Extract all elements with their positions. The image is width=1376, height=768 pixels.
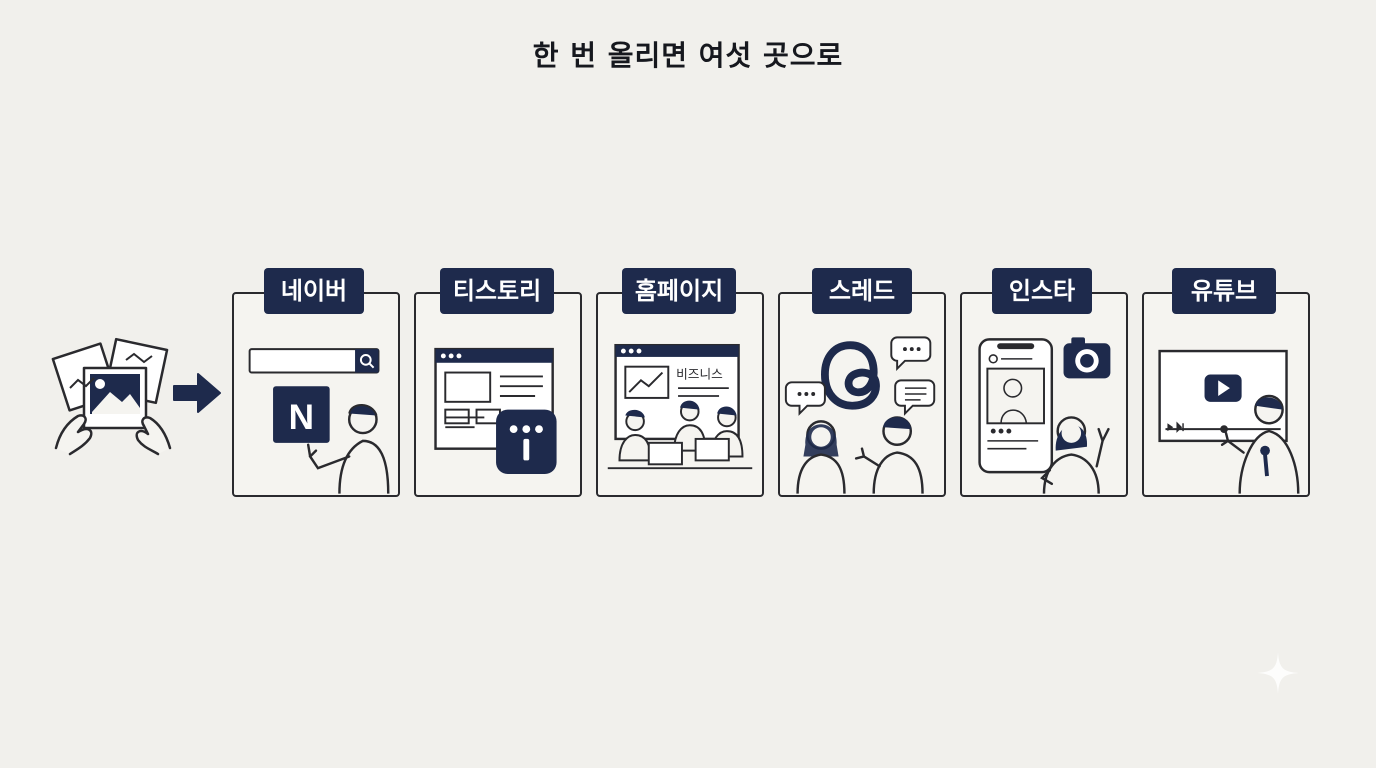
tistory-blog-icon xyxy=(434,347,557,475)
label-tistory: 티스토리 xyxy=(440,268,554,314)
panel-instagram xyxy=(960,292,1128,497)
homepage-web-icon: 비즈니스 xyxy=(607,343,753,470)
label-homepage: 홈페이지 xyxy=(622,268,736,314)
homepage-panel-text: 비즈니스 xyxy=(676,366,723,381)
naver-search-icon: N xyxy=(248,348,390,494)
panel-tistory xyxy=(414,292,582,497)
panel-youtube xyxy=(1142,292,1310,497)
naver-logo-letter: N xyxy=(289,398,314,437)
label-threads: 스레드 xyxy=(812,268,912,314)
page-title: 한 번 올리면 여섯 곳으로 xyxy=(532,39,844,72)
youtube-play-icon xyxy=(1158,349,1300,494)
panel-homepage: 비즈니스 xyxy=(596,292,764,497)
label-youtube: 유튜브 xyxy=(1172,268,1276,314)
instagram-camera-icon xyxy=(978,337,1111,494)
sparkle-icon xyxy=(1257,652,1299,694)
panel-naver: N xyxy=(232,292,400,497)
photos-in-hands-icon xyxy=(51,337,172,456)
panel-threads xyxy=(778,292,946,497)
arrow-right-icon xyxy=(173,373,221,413)
threads-icon xyxy=(784,336,936,494)
label-instagram: 인스타 xyxy=(992,268,1092,314)
label-naver: 네이버 xyxy=(264,268,364,314)
